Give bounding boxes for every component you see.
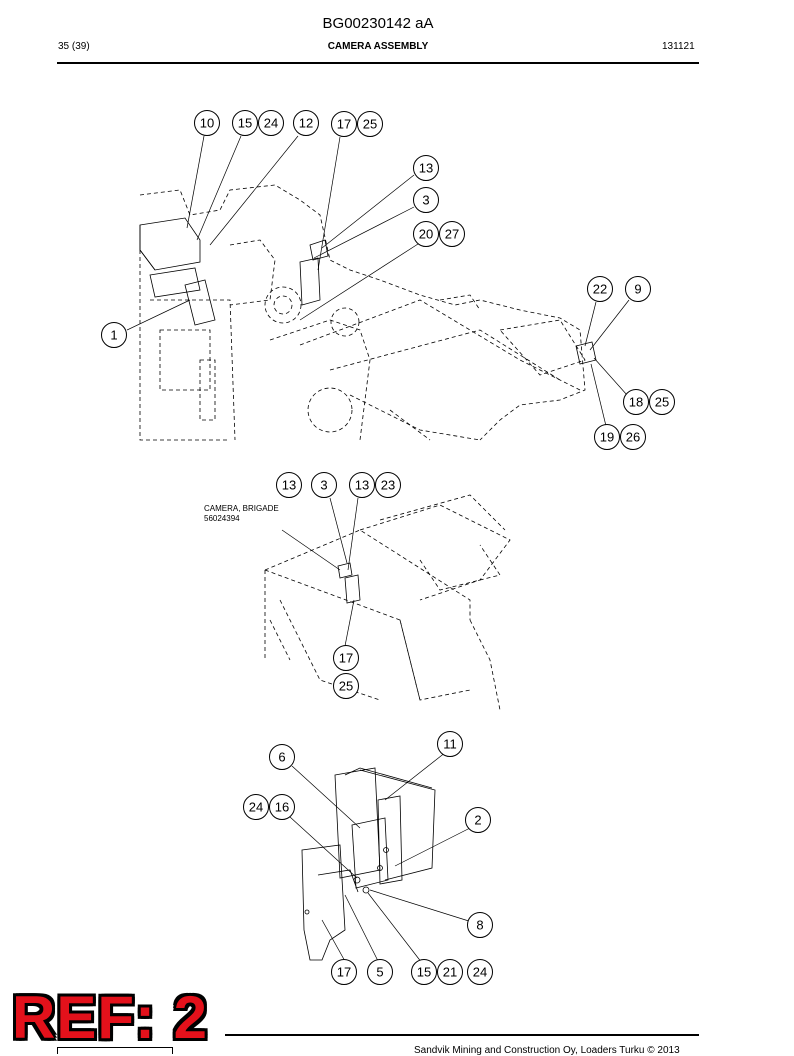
callout-24: 24 [473, 965, 487, 980]
callout-27: 27 [445, 227, 459, 242]
callout-25: 25 [363, 117, 377, 132]
callout-24: 24 [249, 800, 263, 815]
callout-18: 18 [629, 395, 643, 410]
callout-12: 12 [299, 116, 313, 131]
footer-copyright: Sandvik Mining and Construction Oy, Load… [414, 1045, 680, 1056]
callout-16: 16 [275, 800, 289, 815]
view2-cabin-roof [264, 494, 511, 711]
view1-camera [309, 239, 329, 261]
view2-leader-lines [281, 497, 359, 647]
view1-machine-frame [139, 184, 586, 441]
view3-leader-lines [289, 751, 473, 964]
callout-25: 25 [339, 679, 353, 694]
callout-1: 1 [110, 328, 117, 343]
callout-10: 10 [200, 116, 214, 131]
callout-26: 26 [626, 430, 640, 445]
callout-3: 3 [320, 478, 327, 493]
callout-3: 3 [422, 193, 429, 208]
callout-5: 5 [376, 965, 383, 980]
view1-display-unit [139, 217, 216, 326]
callout-17: 17 [337, 117, 351, 132]
footer-rule [225, 1034, 699, 1036]
callout-8: 8 [476, 918, 483, 933]
view3-display-assembly [301, 767, 436, 961]
callout-15: 15 [417, 965, 431, 980]
callout-17: 17 [337, 965, 351, 980]
callout-19: 19 [600, 430, 614, 445]
ref-stamp: REF: 2 [12, 984, 209, 1051]
logo-fragment [57, 1047, 173, 1054]
callout-25: 25 [655, 395, 669, 410]
callout-2: 2 [474, 813, 481, 828]
callout-24: 24 [264, 116, 278, 131]
callout-15: 15 [238, 116, 252, 131]
view1-leader-lines [126, 135, 630, 427]
callout-13: 13 [355, 478, 369, 493]
callout-20: 20 [419, 227, 433, 242]
callout-6: 6 [278, 750, 285, 765]
camera-label-name: CAMERA, BRIGADE [204, 504, 279, 513]
callout-21: 21 [443, 965, 457, 980]
view2-camera [337, 562, 353, 579]
callout-13: 13 [419, 161, 433, 176]
callout-17: 17 [339, 651, 353, 666]
page-number: 35 (39) [58, 41, 90, 52]
revision-code: 131121 [662, 41, 695, 52]
camera-label-part-number: 56024394 [204, 514, 240, 523]
callout-9: 9 [634, 282, 641, 297]
callout-22: 22 [593, 282, 607, 297]
section-title: CAMERA ASSEMBLY [327, 41, 429, 52]
header-rule [57, 62, 699, 64]
callout-13: 13 [282, 478, 296, 493]
callout-23: 23 [381, 478, 395, 493]
document-id: BG00230142 aA [322, 15, 434, 32]
view1-rear-camera [575, 341, 597, 365]
callout-11: 11 [443, 737, 457, 752]
